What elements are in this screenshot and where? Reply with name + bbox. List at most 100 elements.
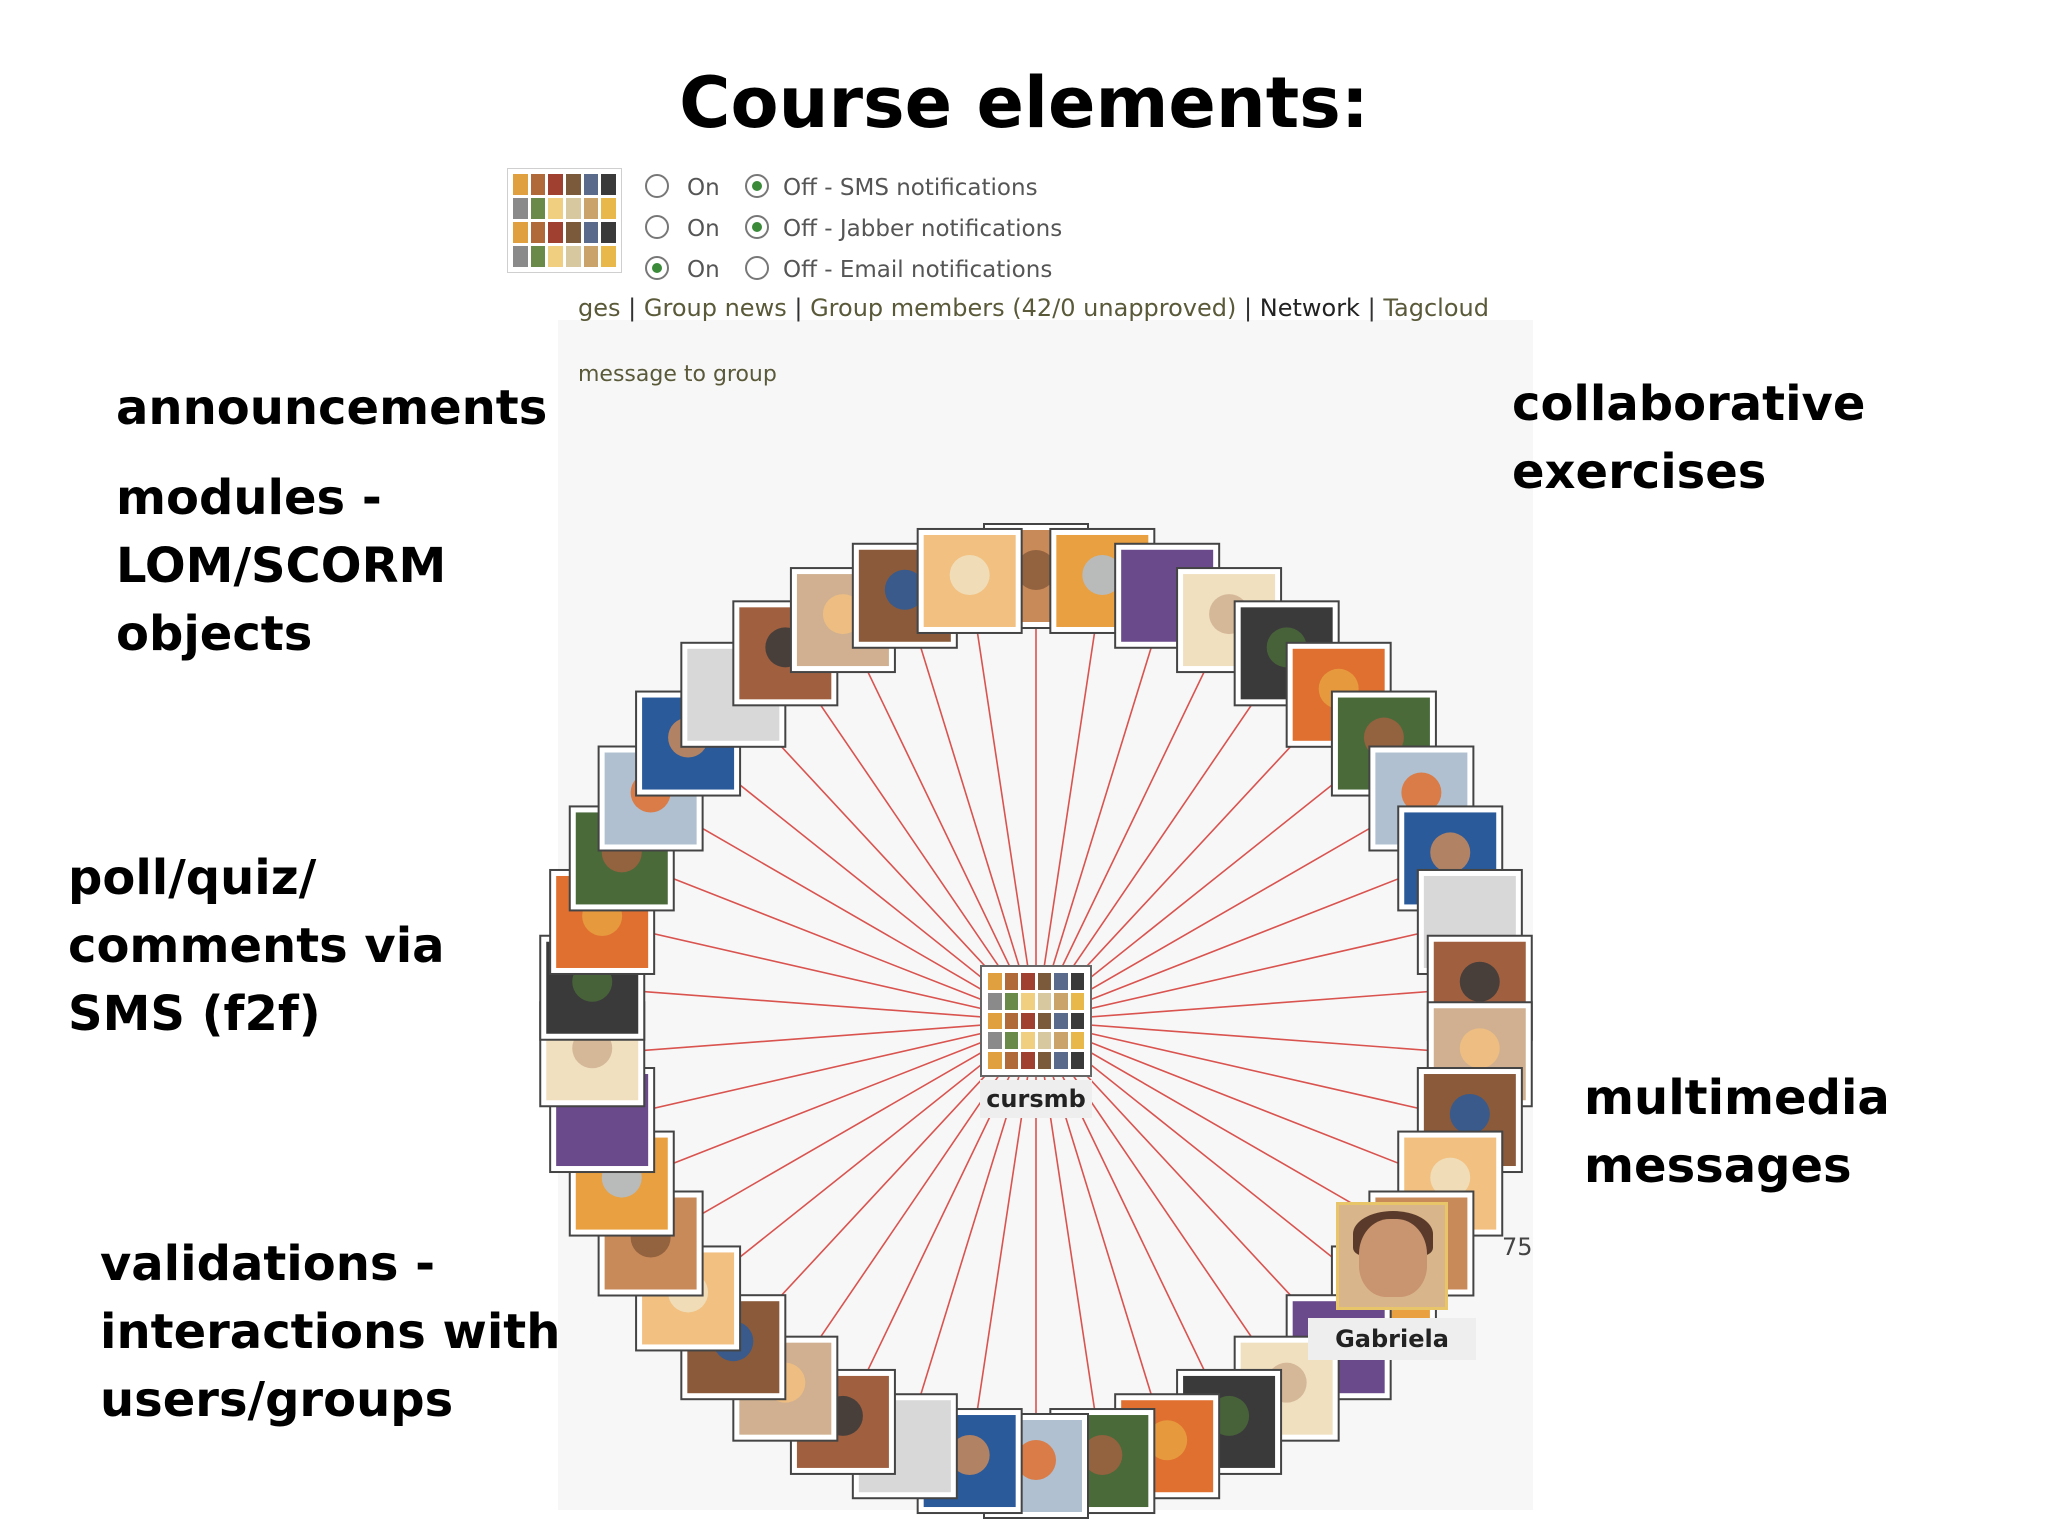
mosaic-tile bbox=[566, 174, 581, 195]
label-validations: validations - interactions with users/gr… bbox=[100, 1236, 561, 1428]
avatar-head-shape bbox=[1016, 550, 1056, 590]
sms-off-radio[interactable] bbox=[745, 174, 769, 198]
member-link-line bbox=[904, 595, 1037, 1022]
member-avatar[interactable] bbox=[916, 527, 1023, 634]
mosaic-tile bbox=[513, 222, 528, 243]
mosaic-tile bbox=[601, 198, 616, 219]
mosaic-tile bbox=[1037, 1032, 1051, 1050]
group-center-node[interactable] bbox=[980, 965, 1092, 1077]
mosaic-tile bbox=[1021, 992, 1035, 1010]
mosaic-tile bbox=[1021, 1032, 1035, 1050]
jabber-on-radio[interactable] bbox=[645, 215, 669, 239]
avatar-head-shape bbox=[1082, 554, 1123, 595]
member-count: 75 bbox=[1502, 1233, 1533, 1261]
avatar-head-shape bbox=[949, 554, 990, 595]
group-center-label: cursmb bbox=[980, 1080, 1092, 1118]
mosaic-tile bbox=[1021, 1052, 1035, 1069]
group-avatar-icon bbox=[507, 168, 622, 273]
label-collaborative-exercises: collaborative exercises bbox=[1512, 376, 1866, 500]
avatar-head-shape bbox=[949, 1435, 990, 1476]
tab-group-members[interactable]: Group members (42/0 unapproved) bbox=[810, 294, 1237, 322]
member-link-line bbox=[621, 857, 1037, 1022]
mosaic-tile bbox=[548, 246, 563, 267]
avatar-face bbox=[1359, 1219, 1427, 1297]
member-link-line bbox=[601, 921, 1037, 1022]
mosaic-tile bbox=[530, 246, 546, 267]
mosaic-tile bbox=[513, 198, 528, 219]
avatar-head-shape bbox=[884, 569, 925, 610]
mosaic-tile bbox=[988, 992, 1002, 1010]
slide-title: Course elements: bbox=[679, 62, 1369, 144]
member-link-line bbox=[650, 1020, 1037, 1245]
label-poll-quiz: poll/quiz/ comments via SMS (f2f) bbox=[68, 850, 445, 1042]
email-off-radio[interactable] bbox=[745, 256, 769, 280]
tab-group-news[interactable]: Group news bbox=[643, 294, 787, 322]
member-link-line bbox=[1035, 580, 1104, 1022]
member-link-line bbox=[1035, 1020, 1385, 1300]
mosaic-tile bbox=[1054, 1032, 1068, 1050]
mosaic-tile bbox=[1037, 1012, 1051, 1030]
email-off-label: Off - Email notifications bbox=[783, 257, 1053, 283]
avatar-head-shape bbox=[1016, 1440, 1056, 1480]
member-link-line bbox=[1035, 986, 1480, 1022]
jabber-off-radio[interactable] bbox=[745, 215, 769, 239]
label-modules: modules - LOM/SCORM objects bbox=[116, 470, 447, 662]
avatar-head-shape bbox=[1459, 1028, 1500, 1069]
member-link-line bbox=[1035, 619, 1230, 1022]
mosaic-tile bbox=[1070, 973, 1084, 990]
tab-messages[interactable]: ges bbox=[578, 294, 621, 322]
mosaic-tile bbox=[601, 222, 616, 243]
group-tabs: ges | Group news | Group members (42/0 u… bbox=[578, 294, 1489, 330]
selected-member-label: Gabriela bbox=[1308, 1318, 1476, 1360]
member-link-line bbox=[1035, 652, 1288, 1022]
mosaic-tile bbox=[1070, 992, 1084, 1010]
member-link-line bbox=[1035, 1020, 1471, 1121]
mosaic-tile bbox=[583, 198, 599, 219]
mosaic-tile bbox=[601, 246, 616, 267]
tab-tagcloud[interactable]: Tagcloud bbox=[1383, 294, 1489, 322]
mosaic-tile bbox=[513, 174, 528, 195]
tab-network[interactable]: Network bbox=[1259, 294, 1360, 322]
avatar-head-shape bbox=[1147, 1420, 1188, 1461]
avatar-head-shape bbox=[1459, 961, 1500, 1002]
member-link-line bbox=[1035, 921, 1471, 1022]
avatar-head-shape bbox=[1430, 1157, 1471, 1198]
send-message-link[interactable]: message to group bbox=[578, 362, 777, 387]
mosaic-tile bbox=[988, 1052, 1002, 1069]
member-link-line bbox=[687, 742, 1037, 1022]
member-link-line bbox=[784, 652, 1037, 1022]
mosaic-tile bbox=[566, 222, 581, 243]
mosaic-tile bbox=[548, 222, 563, 243]
tab-separator: | bbox=[794, 294, 803, 322]
mosaic-tile bbox=[583, 222, 599, 243]
sms-on-radio[interactable] bbox=[645, 174, 669, 198]
email-on-label: On bbox=[687, 257, 720, 283]
tab-separator: | bbox=[1244, 294, 1253, 322]
mosaic-tile bbox=[1004, 1012, 1018, 1030]
mosaic-tile bbox=[530, 222, 546, 243]
email-on-radio[interactable] bbox=[645, 256, 669, 280]
sms-off-label: Off - SMS notifications bbox=[783, 175, 1038, 201]
mosaic-tile bbox=[1021, 973, 1035, 990]
mosaic-tile bbox=[566, 246, 581, 267]
mosaic-tile bbox=[1037, 973, 1051, 990]
member-links bbox=[592, 576, 1480, 1466]
mosaic-tile bbox=[1037, 992, 1051, 1010]
mosaic-tile bbox=[1070, 1052, 1084, 1069]
mosaic-tile bbox=[1070, 1012, 1084, 1030]
member-link-line bbox=[1035, 595, 1168, 1022]
mosaic-tile bbox=[1004, 1052, 1018, 1069]
sms-on-label: On bbox=[687, 175, 720, 201]
mosaic-tile bbox=[988, 1012, 1002, 1030]
mosaic-tile bbox=[583, 174, 599, 195]
member-link-line bbox=[650, 797, 1037, 1022]
label-multimedia-messages: multimedia messages bbox=[1584, 1070, 1890, 1194]
member-link-line bbox=[968, 580, 1037, 1022]
mosaic-tile bbox=[530, 174, 546, 195]
mosaic-tile bbox=[548, 198, 563, 219]
selected-member-avatar[interactable] bbox=[1336, 1202, 1448, 1310]
member-link-line bbox=[1035, 1020, 1451, 1185]
mosaic-tile bbox=[1054, 1012, 1068, 1030]
avatar-head-shape bbox=[1449, 895, 1490, 936]
